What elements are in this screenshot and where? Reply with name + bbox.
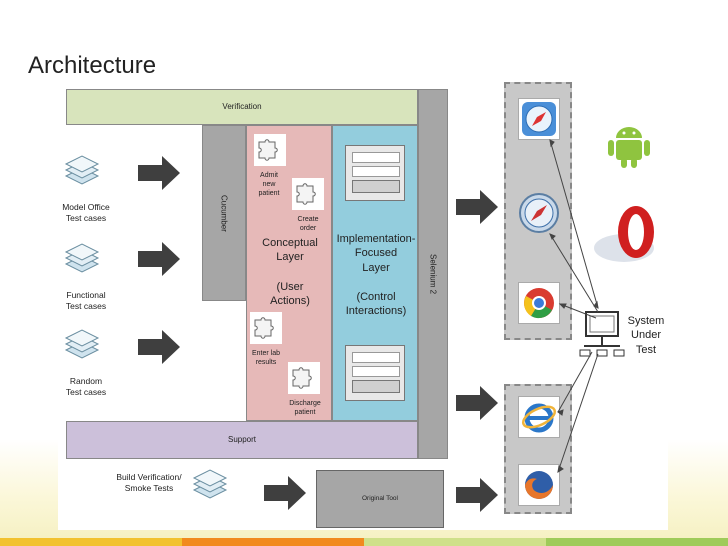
build-verification-label: Build Verification/ Smoke Tests — [116, 472, 182, 494]
right-arrow-icon — [456, 478, 498, 512]
ie-icon — [518, 396, 560, 438]
footer-stripe-2 — [182, 538, 364, 546]
system-under-test-label: System Under Test — [627, 315, 665, 356]
test-cases-stack-icon — [192, 469, 228, 499]
test-input-model-office: Model Office Test cases — [62, 202, 110, 224]
opera-icon — [594, 206, 654, 262]
cucumber-column: Cucumber — [202, 125, 246, 301]
right-arrow-icon — [138, 242, 180, 276]
test-input-random: Random Test cases — [65, 376, 107, 398]
puzzle-caption-admit: Admit new patient — [258, 172, 280, 197]
right-arrow-icon — [138, 330, 180, 364]
android-icon — [608, 127, 650, 168]
puzzle-caption-enter-lab: Enter lab results — [251, 350, 281, 366]
puzzle-piece-icon — [254, 134, 286, 166]
right-arrow-icon — [264, 476, 306, 510]
conceptual-layer-title: Conceptual Layer — [262, 237, 318, 264]
puzzle-caption-discharge: Discharge patient — [289, 400, 321, 416]
puzzle-piece-icon — [250, 312, 282, 344]
firefox-icon — [518, 464, 560, 506]
test-cases-stack-icon — [64, 243, 100, 273]
right-arrow-icon — [456, 190, 498, 224]
implementation-layer-title: Implementation- Focused Layer — [336, 233, 416, 274]
verification-label: Verification — [222, 102, 262, 111]
conceptual-layer: Conceptual Layer (User Actions) — [246, 125, 332, 421]
footer-stripe-4 — [546, 538, 728, 546]
original-tool-label: Original Tool — [361, 494, 398, 502]
cucumber-label: Cucumber — [219, 194, 229, 232]
safari-icon — [518, 98, 560, 140]
chrome-icon — [518, 282, 560, 324]
implementation-layer-subtitle: (Control Interactions) — [345, 291, 407, 318]
puzzle-caption-create-order: Create order — [297, 216, 319, 232]
conceptual-layer-subtitle: (User Actions) — [270, 281, 310, 308]
support-label: Support — [227, 435, 257, 444]
puzzle-piece-icon — [292, 178, 324, 210]
footer-stripe-1 — [0, 538, 182, 546]
footer-stripe-3 — [364, 538, 546, 546]
puzzle-piece-icon — [288, 362, 320, 394]
right-arrow-icon — [138, 156, 180, 190]
test-cases-stack-icon — [64, 155, 100, 185]
slide-title: Architecture — [28, 52, 157, 79]
implementation-layer: Implementation- Focused Layer (Control I… — [332, 125, 418, 421]
verification-bar: Verification — [66, 89, 418, 125]
original-tool-box: Original Tool — [316, 470, 444, 528]
safari-icon — [518, 192, 560, 234]
selenium-label: Selenium 2 — [428, 253, 438, 295]
support-bar: Support — [66, 421, 418, 459]
test-input-functional: Functional Test cases — [65, 290, 107, 312]
computer-icon — [579, 311, 625, 357]
form-controls-icon — [345, 145, 405, 201]
test-cases-stack-icon — [64, 329, 100, 359]
form-controls-icon — [345, 345, 405, 401]
right-arrow-icon — [456, 386, 498, 420]
diagram-panel: Verification Selenium 2 Cucumber Concept… — [58, 82, 668, 530]
selenium-column: Selenium 2 — [418, 89, 448, 459]
